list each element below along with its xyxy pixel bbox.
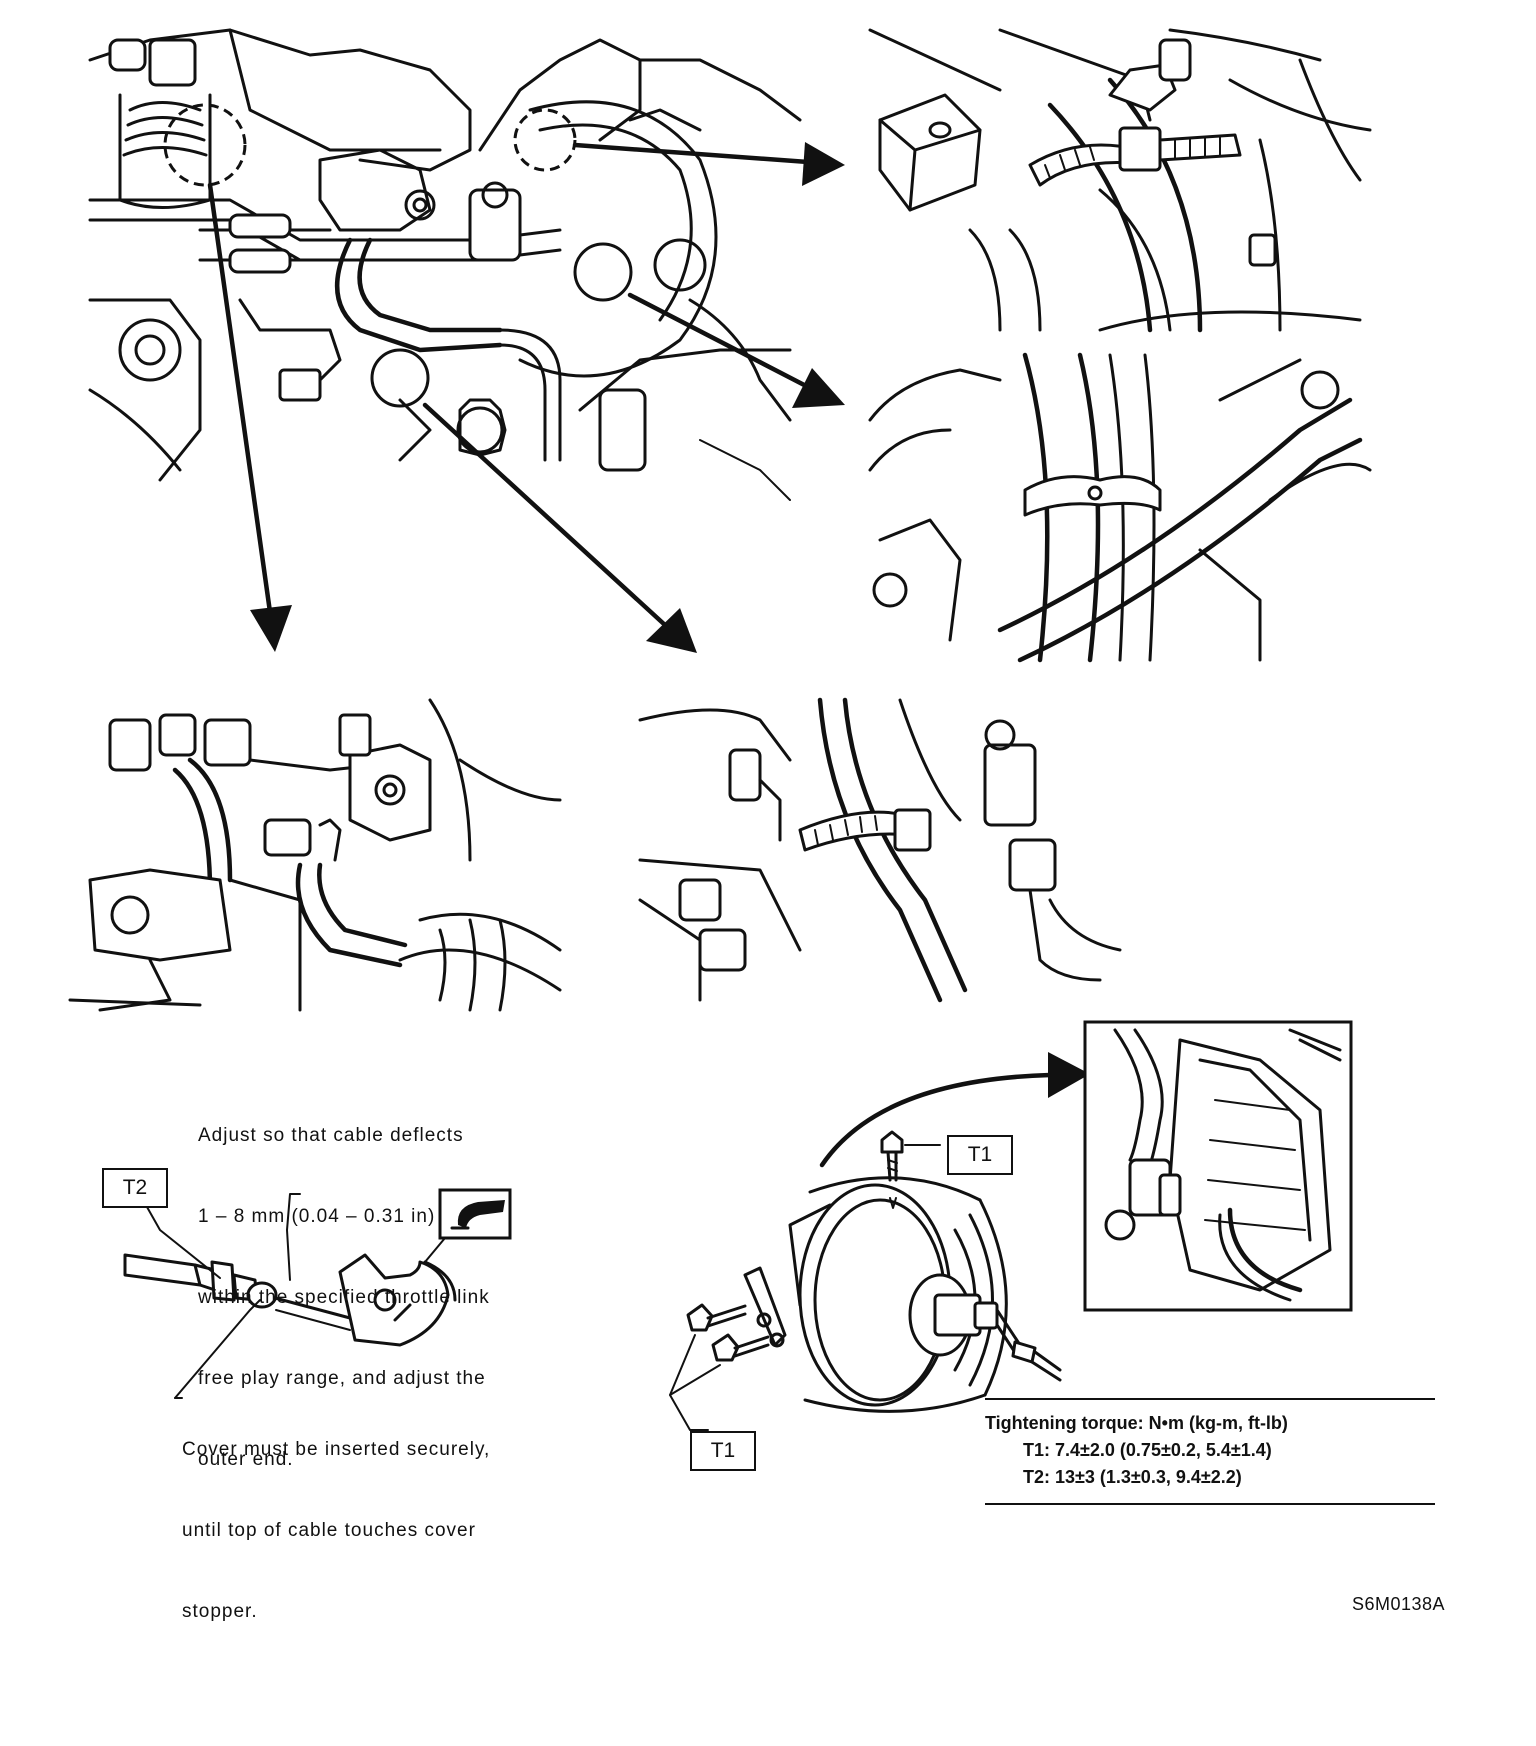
label-t1-upper: T1 bbox=[947, 1135, 1013, 1175]
adjustment-note-line: within the specified throttle link bbox=[198, 1287, 490, 1308]
detail-cable-tie-top bbox=[868, 28, 1372, 333]
callout-mid-right bbox=[573, 242, 633, 302]
torque-title: Tightening torque: N•m (kg-m, ft-lb) bbox=[985, 1413, 1288, 1433]
grease-application-icon bbox=[438, 1188, 512, 1240]
side-bolt-lower bbox=[711, 1333, 740, 1362]
adjustment-note-line: outer end. bbox=[198, 1449, 294, 1470]
dashed-callout-top bbox=[513, 108, 577, 172]
torque-t1: T1: 7.4±2.0 (0.75±0.2, 5.4±1.4) bbox=[1023, 1440, 1272, 1460]
cover-note-line: stopper. bbox=[182, 1601, 258, 1622]
figure-code: S6M0138A bbox=[1352, 1594, 1446, 1614]
adjustment-note-line: 1 – 8 mm (0.04 – 0.31 in) bbox=[198, 1206, 436, 1227]
throttle-cable-adjustment bbox=[123, 1253, 457, 1347]
side-bolt-upper bbox=[686, 1303, 714, 1332]
intake-bellows bbox=[108, 38, 212, 209]
callout-center bbox=[370, 348, 430, 408]
adjustment-note-line: free play range, and adjust the bbox=[198, 1368, 486, 1389]
torque-t2: T2: 13±3 (1.3±0.3, 9.4±2.2) bbox=[1023, 1467, 1242, 1487]
detail-lower-middle bbox=[638, 697, 1122, 1003]
booster-assembly bbox=[669, 1130, 1062, 1431]
leader-lines bbox=[146, 1193, 446, 1399]
torque-spec-table: Tightening torque: N•m (kg-m, ft-lb) T1:… bbox=[985, 1398, 1435, 1505]
detail-double-clip bbox=[868, 352, 1372, 663]
cover-note: Cover must be inserted securely, until t… bbox=[182, 1382, 490, 1652]
top-bolt bbox=[880, 1130, 904, 1154]
cover-note-line: Cover must be inserted securely, bbox=[182, 1439, 491, 1460]
adjustment-note: Adjust so that cable deflects 1 – 8 mm (… bbox=[198, 1068, 490, 1500]
booster-inset-detail bbox=[1083, 1020, 1353, 1312]
engine-bay-overview bbox=[88, 28, 802, 501]
dashed-callout-left bbox=[163, 103, 247, 187]
cable-cover bbox=[246, 1281, 278, 1309]
cable-locknut bbox=[210, 1260, 236, 1302]
callout-arrows bbox=[207, 142, 1090, 1168]
label-t1-lower: T1 bbox=[690, 1431, 756, 1471]
cover-note-line: until top of cable touches cover bbox=[182, 1520, 476, 1541]
adjustment-note-line: Adjust so that cable deflects bbox=[198, 1125, 464, 1146]
detail-lower-left bbox=[68, 698, 562, 1012]
label-t2: T2 bbox=[102, 1168, 168, 1208]
